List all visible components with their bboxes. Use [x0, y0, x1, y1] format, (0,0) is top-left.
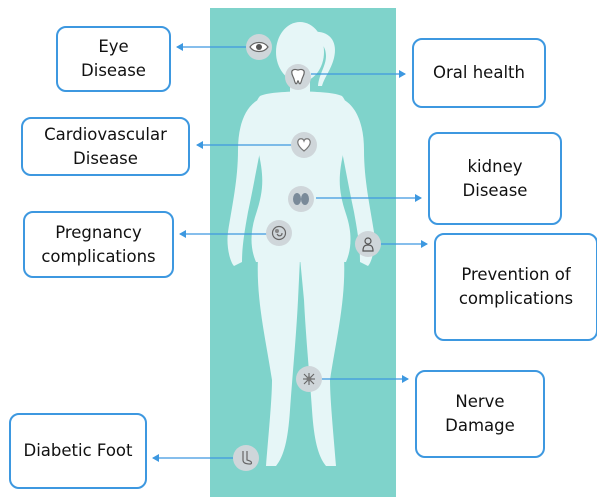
tooth-icon: [285, 64, 311, 90]
condition-box-cardio: Cardiovascular Disease: [21, 117, 190, 176]
condition-box-pregnancy: Pregnancy complications: [23, 211, 174, 278]
heart-icon: [291, 132, 317, 158]
nerve-icon: [296, 366, 322, 392]
doctor-icon: [355, 231, 381, 257]
foot-icon: [233, 445, 259, 471]
condition-box-kidney: kidney Disease: [428, 132, 562, 225]
fetus-icon: [266, 220, 292, 246]
condition-box-nerve: Nerve Damage: [415, 370, 545, 458]
condition-box-prevention: Prevention of complications: [434, 233, 597, 341]
condition-box-oral: Oral health: [412, 38, 546, 108]
condition-box-foot: Diabetic Foot: [9, 413, 147, 489]
kidney-icon: [288, 186, 314, 212]
condition-box-eye: Eye Disease: [56, 26, 171, 92]
eye-icon: [246, 34, 272, 60]
